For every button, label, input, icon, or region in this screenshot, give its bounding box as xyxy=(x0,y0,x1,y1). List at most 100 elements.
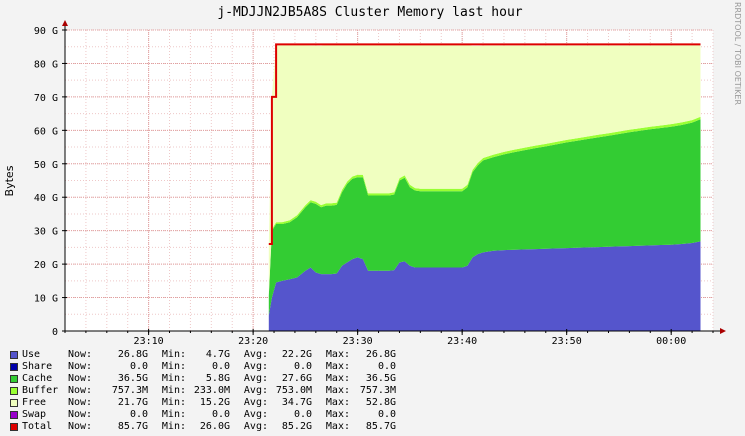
y-tick-label: 60 G xyxy=(34,126,58,137)
legend-avg-label: Avg: xyxy=(243,409,268,420)
legend-max-label: Max: xyxy=(325,421,350,432)
legend-min-label: Min: xyxy=(161,421,186,432)
legend-now-label: Now: xyxy=(68,349,93,360)
legend-avg-label: Avg: xyxy=(243,349,268,360)
y-axis-arrow xyxy=(62,20,68,26)
x-tick-label: 23:10 xyxy=(134,336,164,345)
y-tick-label: 20 G xyxy=(34,260,58,271)
legend-min-label: Min: xyxy=(161,409,186,420)
legend-row-cache: Cache Now: 36.5G Min: 5.8G Avg: 27.6G Max: 36.5G xyxy=(10,373,396,385)
legend-series-name: Cache xyxy=(22,373,53,384)
legend-avg-value: 0.0 xyxy=(293,361,312,372)
legend-now-label: Now: xyxy=(68,421,93,432)
legend-min-value: 15.2G xyxy=(199,397,230,408)
x-tick-label: 23:50 xyxy=(552,336,582,345)
legend-min-value: 26.0G xyxy=(199,421,230,432)
legend-now-label: Now: xyxy=(68,361,93,372)
y-axis-label: Bytes xyxy=(3,165,16,196)
legend-min-value: 233.0M xyxy=(193,385,230,396)
rrdtool-watermark: RRDTOOL / TOBI OETIKER xyxy=(733,2,742,106)
legend-avg-value: 22.2G xyxy=(281,349,312,360)
legend-max-value: 36.5G xyxy=(365,373,396,384)
legend-swatch xyxy=(10,375,18,383)
legend-max-value: 0.0 xyxy=(377,361,396,372)
area-free xyxy=(268,44,701,296)
legend-series-name: Buffer xyxy=(22,385,59,396)
legend-min-label: Min: xyxy=(161,349,186,360)
legend-min-value: 4.7G xyxy=(205,349,230,360)
legend-row-buffer: Buffer Now: 757.3M Min: 233.0M Avg: 753.0M Max:… xyxy=(10,385,396,397)
legend-now-label: Now: xyxy=(68,397,93,408)
legend-max-value: 85.7G xyxy=(365,421,396,432)
legend-now-value: 0.0 xyxy=(129,361,148,372)
legend-min-value: 0.0 xyxy=(211,361,230,372)
x-tick-label: 23:30 xyxy=(343,336,373,345)
line-layer xyxy=(268,43,701,245)
legend-max-value: 52.8G xyxy=(365,397,396,408)
tick-label-layer: 010 G20 G30 G40 G50 G60 G70 G80 G90 G23:… xyxy=(34,26,686,345)
legend-series-name: Use xyxy=(22,349,41,360)
y-tick-label: 10 G xyxy=(34,294,58,305)
y-tick-label: 80 G xyxy=(34,59,58,70)
axis-layer xyxy=(62,20,726,335)
legend-max-value: 0.0 xyxy=(377,409,396,420)
area-use xyxy=(268,241,701,331)
legend-swatch xyxy=(10,423,18,431)
chart-title: j-MDJJN2JB5A8S Cluster Memory last hour xyxy=(217,5,522,20)
legend-now-value: 85.7G xyxy=(117,421,148,432)
legend-avg-label: Avg: xyxy=(243,421,268,432)
legend-max-label: Max: xyxy=(325,385,350,396)
legend-now-label: Now: xyxy=(68,373,93,384)
legend-swatch xyxy=(10,363,18,371)
legend-max-label: Max: xyxy=(325,409,350,420)
legend-series-name: Free xyxy=(22,397,47,408)
legend-now-value: 0.0 xyxy=(129,409,148,420)
legend-series-name: Total xyxy=(22,421,53,432)
legend-row-total: Total Now: 85.7G Min: 26.0G Avg: 85.2G Max: 85.7… xyxy=(10,421,396,433)
legend-swatch xyxy=(10,411,18,419)
legend-swatch xyxy=(10,351,18,359)
legend-now-label: Now: xyxy=(68,385,93,396)
chart-svg: j-MDJJN2JB5A8S Cluster Memory last hour … xyxy=(3,5,726,345)
legend-row-free: Free Now: 21.7G Min: 15.2G Avg: 34.7G Max: 52.8G xyxy=(10,397,396,409)
legend-now-value: 26.8G xyxy=(117,349,148,360)
area-layer xyxy=(268,44,701,331)
legend-min-value: 5.8G xyxy=(205,373,230,384)
x-tick-label: 00:00 xyxy=(656,336,686,345)
legend-max-label: Max: xyxy=(325,373,350,384)
legend-min-label: Min: xyxy=(161,373,186,384)
legend-avg-value: 27.6G xyxy=(281,373,312,384)
legend-now-value: 36.5G xyxy=(117,373,148,384)
x-tick-label: 23:20 xyxy=(238,336,268,345)
legend-avg-label: Avg: xyxy=(243,397,268,408)
legend-min-label: Min: xyxy=(161,397,186,408)
legend-min-label: Min: xyxy=(161,361,186,372)
legend-avg-label: Avg: xyxy=(243,373,268,384)
legend-max-value: 26.8G xyxy=(365,349,396,360)
legend-min-label: Min: xyxy=(161,385,186,396)
legend-avg-label: Avg: xyxy=(243,361,268,372)
legend-avg-value: 85.2G xyxy=(281,421,312,432)
y-tick-label: 40 G xyxy=(34,193,58,204)
y-tick-label: 70 G xyxy=(34,93,58,104)
legend-avg-value: 753.0M xyxy=(275,385,312,396)
legend-now-value: 757.3M xyxy=(111,385,148,396)
legend-swatch xyxy=(10,399,18,407)
y-tick-label: 50 G xyxy=(34,160,58,171)
legend-now-value: 21.7G xyxy=(117,397,148,408)
legend-series-name: Swap xyxy=(22,409,47,420)
y-tick-label: 0 xyxy=(52,327,58,338)
legend-max-label: Max: xyxy=(325,397,350,408)
legend-avg-value: 0.0 xyxy=(293,409,312,420)
x-tick-label: 23:40 xyxy=(447,336,477,345)
legend-min-value: 0.0 xyxy=(211,409,230,420)
legend-avg-value: 34.7G xyxy=(281,397,312,408)
legend-series-name: Share xyxy=(22,361,53,372)
legend-avg-label: Avg: xyxy=(243,385,268,396)
area-cache xyxy=(268,119,701,316)
